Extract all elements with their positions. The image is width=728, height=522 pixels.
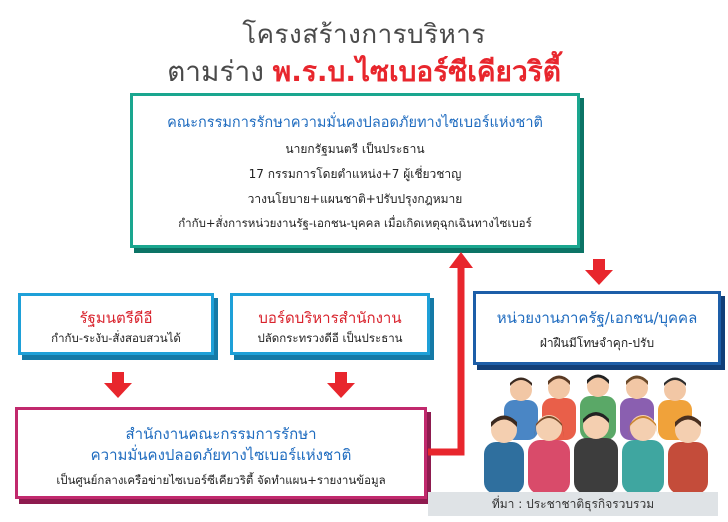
office-box: สำนักงานคณะกรรมการรักษา ความมั่นคงปลอดภั…	[15, 407, 427, 499]
people-illustration-icon	[484, 374, 708, 494]
board-box: บอร์ดบริหารสำนักงาน ปลัดกระทรวงดีอี เป็น…	[230, 293, 430, 355]
national-committee-line-3: วางนโยบาย+แผนชาติ+ปรับปรุงกฎหมาย	[247, 192, 463, 206]
office-heading-2: ความมั่นคงปลอดภัยทางไซเบอร์แห่งชาติ	[90, 446, 352, 464]
agencies-heading: หน่วยงานภาครัฐ/เอกชน/บุคคล	[496, 309, 698, 327]
national-committee-line-4: กำกับ+สั่งการหน่วยงานรัฐ-เอกชน-บุคคล เมื…	[178, 216, 532, 230]
office-heading-1: สำนักงานคณะกรรมการรักษา	[125, 425, 317, 443]
source-caption: ที่มา : ประชาชาติธุรกิจรวบรวม	[428, 492, 718, 516]
agencies-box: หน่วยงานภาครัฐ/เอกชน/บุคคล ฝ่าฝืนมีโทษจำ…	[473, 291, 721, 365]
national-committee-heading: คณะกรรมการรักษาความมั่นคงปลอดภัยทางไซเบอ…	[167, 115, 543, 131]
minister-box: รัฐมนตรีดีอี กำกับ-ระงับ-สั่งสอบสวนได้	[18, 293, 214, 355]
minister-line: กำกับ-ระงับ-สั่งสอบสวนได้	[51, 331, 181, 345]
agencies-line: ฝ่าฝืนมีโทษจำคุก-ปรับ	[539, 336, 655, 350]
national-committee-box: คณะกรรมการรักษาความมั่นคงปลอดภัยทางไซเบอ…	[130, 93, 580, 248]
arrow-minister-to-office	[104, 372, 132, 398]
board-heading: บอร์ดบริหารสำนักงาน	[258, 309, 402, 327]
subtitle-prefix: ตามร่าง	[167, 55, 264, 88]
chart-subtitle: ตามร่าง พ.ร.บ.ไซเบอร์ซีเคียวริตี้	[0, 50, 728, 94]
minister-heading: รัฐมนตรีดีอี	[79, 309, 153, 327]
arrow-office-to-committee	[428, 252, 473, 456]
board-line: ปลัดกระทรวงดีอี เป็นประธาน	[257, 331, 403, 345]
national-committee-line-2: 17 กรรมการโดยตำแหน่ง+7 ผู้เชี่ยวชาญ	[248, 167, 462, 181]
arrow-committee-to-agencies	[585, 259, 613, 285]
national-committee-line-1: นายกรัฐมนตรี เป็นประธาน	[285, 142, 425, 156]
arrow-board-to-office	[327, 372, 355, 398]
office-line: เป็นศูนย์กลางเครือข่ายไซเบอร์ซีเคียวริตี…	[56, 473, 386, 487]
subtitle-highlight: พ.ร.บ.ไซเบอร์ซีเคียวริตี้	[272, 55, 561, 88]
chart-title: โครงสร้างการบริหาร	[242, 20, 486, 50]
